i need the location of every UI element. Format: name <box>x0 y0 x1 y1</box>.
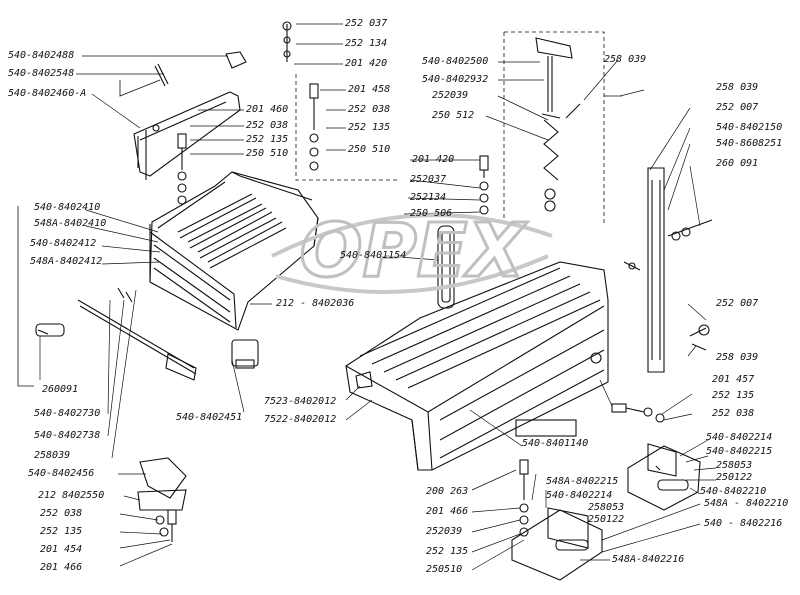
part-label-540-8402488: 540-8402488 <box>8 50 75 61</box>
part-label-252007-a: 252 007 <box>716 102 759 113</box>
part-label-540-8402410: 540-8402410 <box>34 202 101 213</box>
part-label-258039-c: 258 039 <box>716 352 759 363</box>
latch-rod-drawing <box>535 37 581 212</box>
left-lower-bracket-drawing <box>137 457 187 542</box>
part-label-252134-b: 252134 <box>410 192 447 203</box>
part-label-201457: 201 457 <box>712 374 755 385</box>
part-label-252007-b: 252 007 <box>716 298 759 309</box>
opex-watermark: OPEX <box>271 207 553 296</box>
part-label-260091-a: 260 091 <box>716 158 759 169</box>
part-label-258039-a: 258 039 <box>604 54 647 65</box>
part-label-201420-b: 201 420 <box>412 154 455 165</box>
part-label-201454: 201 454 <box>40 544 83 555</box>
part-label-540-8401140: 540-8401140 <box>522 438 589 449</box>
part-label-200263: 200 263 <box>426 486 469 497</box>
part-label-212-8402550: 212 8402550 <box>38 490 105 501</box>
part-label-540-8402150: 540-8402150 <box>716 122 783 133</box>
part-label-540-8402214-b: 540-8402214 <box>546 490 613 501</box>
center-bolt-drawing <box>479 155 489 215</box>
part-label-201466-b: 201 466 <box>426 506 469 517</box>
part-label-252135-d: 252 135 <box>40 526 83 537</box>
part-label-258053-b: 258053 <box>588 502 625 513</box>
part-label-540-8402548: 540-8402548 <box>8 68 75 79</box>
part-label-252134-a: 252 134 <box>345 38 388 49</box>
part-label-250122-a: 250122 <box>716 472 753 483</box>
part-label-201466-a: 201 466 <box>40 562 83 573</box>
part-label-548A-8402410: 548A-8402410 <box>34 218 107 229</box>
part-label-252135-a: 252 135 <box>348 122 391 133</box>
part-label-540-8402412: 540-8402412 <box>30 238 97 249</box>
part-label-540-8402730: 540-8402730 <box>34 408 101 419</box>
part-label-250512: 250 512 <box>432 110 475 121</box>
stay-rod-drawing <box>35 287 197 381</box>
part-label-548A-8402216: 548A-8402216 <box>612 554 685 565</box>
part-label-258039-d: 258039 <box>34 450 71 461</box>
part-label-540-8608251: 540-8608251 <box>716 138 783 149</box>
part-label-540-8402210: 540-8402210 <box>700 486 767 497</box>
part-label-201420-a: 201 420 <box>345 58 388 69</box>
part-label-250122-b: 250122 <box>588 514 625 525</box>
part-label-252135-b: 252 135 <box>246 134 289 145</box>
part-label-7523-8402012: 7523-8402012 <box>264 396 337 407</box>
part-label-252038-b: 252 038 <box>246 120 289 131</box>
part-label-252038-a: 252 038 <box>348 104 391 115</box>
part-label-250510-b: 250 510 <box>246 148 289 159</box>
left-cover-drawing <box>149 171 319 369</box>
part-label-252038-d: 252 038 <box>40 508 83 519</box>
part-label-212-8402036: 212 - 8402036 <box>276 298 355 309</box>
part-label-258039-b: 258 039 <box>716 82 759 93</box>
part-label-252037-b: 252037 <box>410 174 447 185</box>
right-strap-drawing <box>623 167 713 373</box>
part-label-540-8402451: 540-8402451 <box>176 412 243 423</box>
part-label-252039-a: 252039 <box>432 90 469 101</box>
part-label-540-8402456: 540-8402456 <box>28 468 95 479</box>
part-label-540-8402932: 540-8402932 <box>422 74 489 85</box>
part-label-252135-e: 252 135 <box>426 546 469 557</box>
part-label-260091-b: 260091 <box>42 384 79 395</box>
part-label-252037-a: 252 037 <box>345 18 388 29</box>
part-label-250506: 250 506 <box>410 208 453 219</box>
part-label-201460: 201 460 <box>246 104 289 115</box>
part-label-548A-8402215: 548A-8402215 <box>546 476 619 487</box>
part-label-540-8402738: 540-8402738 <box>34 430 101 441</box>
part-label-548A-8402412: 548A-8402412 <box>30 256 103 267</box>
part-label-252039-b: 252039 <box>426 526 463 537</box>
part-label-250510-c: 250510 <box>426 564 463 575</box>
battery-box-drawing <box>345 261 609 471</box>
part-label-540-8402215: 540-8402215 <box>706 446 773 457</box>
part-label-548A-8402210: 548A - 8402210 <box>704 498 789 509</box>
part-label-540-8402500: 540-8402500 <box>422 56 489 67</box>
bolt-stack-center-drawing <box>177 83 319 205</box>
part-label-7522-8402012: 7522-8402012 <box>264 414 337 425</box>
right-bolt-drawing <box>611 403 665 423</box>
part-label-540-8402216: 540 - 8402216 <box>704 518 783 529</box>
part-label-258053-a: 258053 <box>716 460 753 471</box>
part-label-252038-c: 252 038 <box>712 408 755 419</box>
svg-text:OPEX: OPEX <box>300 208 529 294</box>
part-label-252135-c: 252 135 <box>712 390 755 401</box>
part-label-250510-a: 250 510 <box>348 144 391 155</box>
part-label-540-8401154: 540-8401154 <box>340 250 407 261</box>
part-label-201458: 201 458 <box>348 84 391 95</box>
part-label-540-8402214-a: 540-8402214 <box>706 432 773 443</box>
part-label-540-8402460-A: 540-8402460-A <box>8 88 87 99</box>
right-hinge-drawing <box>627 443 701 511</box>
